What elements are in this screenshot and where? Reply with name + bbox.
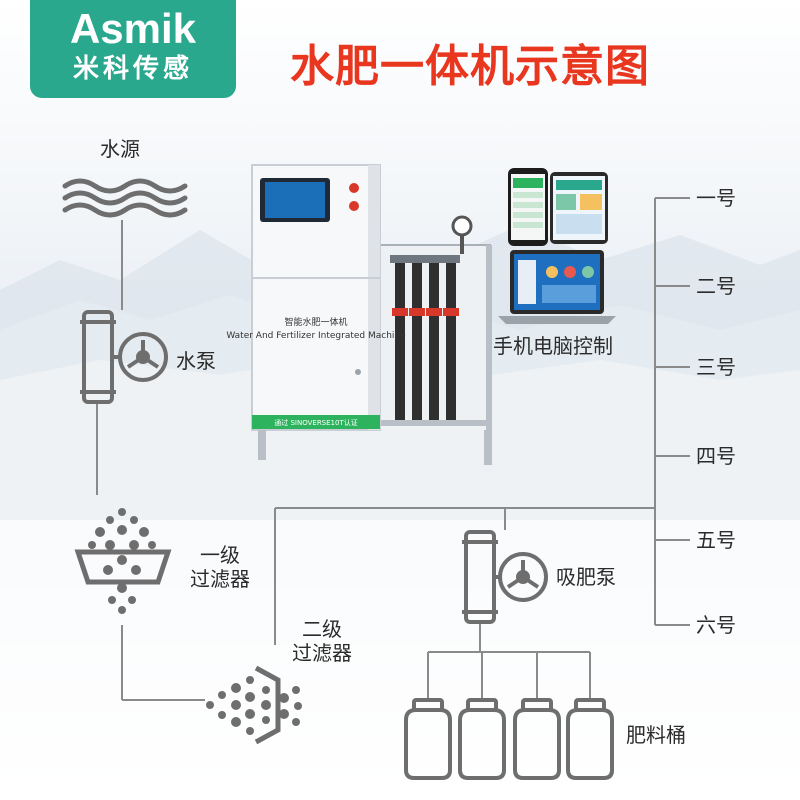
pipe-lines bbox=[96, 197, 690, 701]
brand-name-cn: 米科传感 bbox=[72, 54, 193, 84]
label-fertilizer-buckets: 肥料桶 bbox=[626, 723, 686, 747]
label-primary-filter-line2: 过滤器 bbox=[190, 567, 250, 591]
zone-label-4: 四号 bbox=[696, 444, 736, 468]
zone-label-5: 五号 bbox=[696, 528, 736, 552]
brand-name-en: Asmik bbox=[69, 5, 197, 52]
suction-pump-icon bbox=[462, 530, 548, 624]
water-source-icon bbox=[62, 178, 188, 218]
device-name: 智能水肥一体机 bbox=[284, 316, 347, 328]
primary-filter-icon bbox=[74, 508, 172, 614]
label-secondary-filter-line2: 过滤器 bbox=[292, 641, 352, 665]
label-suction-pump: 吸肥泵 bbox=[556, 565, 616, 589]
secondary-filter-icon bbox=[206, 665, 302, 745]
label-water-source: 水源 bbox=[100, 137, 140, 161]
zone-label-1: 一号 bbox=[696, 186, 736, 210]
label-secondary-filter: 二级 过滤器 bbox=[282, 617, 362, 665]
brand-logo: Asmik 米科传感 bbox=[30, 0, 236, 98]
tablet-icon bbox=[550, 172, 608, 244]
label-primary-filter-line1: 一级 bbox=[200, 543, 240, 567]
label-water-pump: 水泵 bbox=[176, 349, 216, 373]
page-title: 水肥一体机示意图 bbox=[290, 41, 650, 92]
label-control: 手机电脑控制 bbox=[493, 334, 613, 358]
phone-icon bbox=[508, 168, 548, 246]
label-primary-filter: 一级 过滤器 bbox=[180, 543, 260, 591]
laptop-icon bbox=[498, 250, 616, 324]
water-pump-icon bbox=[80, 310, 168, 404]
zone-label-3: 三号 bbox=[696, 355, 736, 379]
fertilizer-buckets-icon bbox=[404, 698, 614, 780]
zone-label-6: 六号 bbox=[696, 613, 736, 637]
zone-label-2: 二号 bbox=[696, 274, 736, 298]
device-subtitle: Water And Fertilizer Integrated Machine bbox=[226, 331, 406, 341]
device-badge: 通过 SINOVERSE10T认证 bbox=[274, 418, 357, 427]
label-secondary-filter-line1: 二级 bbox=[302, 617, 342, 641]
fertigation-machine: 智能水肥一体机 Water And Fertilizer Integrated … bbox=[226, 164, 492, 465]
